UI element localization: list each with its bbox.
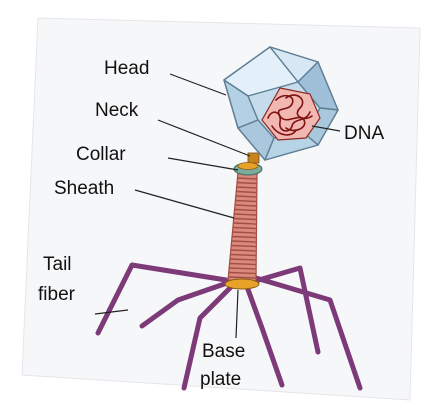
sheath-band: [235, 201, 256, 202]
label-collar: Collar: [76, 144, 126, 165]
label-base-plate-line-1: Base: [202, 341, 245, 362]
sheath-band: [232, 241, 257, 242]
label-base-plate-line-2: plate: [200, 369, 241, 390]
label-sheath: Sheath: [54, 178, 114, 199]
label-head: Head: [104, 58, 149, 79]
label-tail-fiber-line-1: Tail: [43, 254, 72, 275]
sheath-band: [237, 183, 257, 184]
sheath-band: [238, 178, 257, 179]
label-tail-fiber-line-2: fiber: [38, 284, 76, 305]
label-dna: DNA: [344, 123, 384, 144]
sheath-band: [234, 219, 257, 220]
collar: [234, 163, 262, 176]
sheath-band: [230, 259, 256, 260]
label-neck: Neck: [95, 100, 139, 121]
sheath-band: [231, 246, 256, 247]
sheath-band: [235, 210, 257, 211]
sheath-band: [236, 192, 257, 193]
sheath-band: [234, 214, 256, 215]
sheath-band: [237, 187, 257, 188]
sheath-band: [233, 228, 257, 229]
sheath-band: [236, 196, 257, 197]
sheath-band: [229, 268, 256, 269]
sheath-band: [229, 277, 257, 278]
sheath-band: [231, 250, 256, 251]
neck: [248, 153, 259, 163]
sheath-band: [231, 255, 257, 256]
sheath-band: [230, 264, 257, 265]
sheath-band: [233, 223, 256, 224]
sheath-band: [229, 273, 256, 274]
sheath-band: [233, 232, 257, 233]
sheath-band: [232, 237, 256, 238]
sheath-band: [235, 205, 257, 206]
base-plate: [225, 279, 259, 289]
